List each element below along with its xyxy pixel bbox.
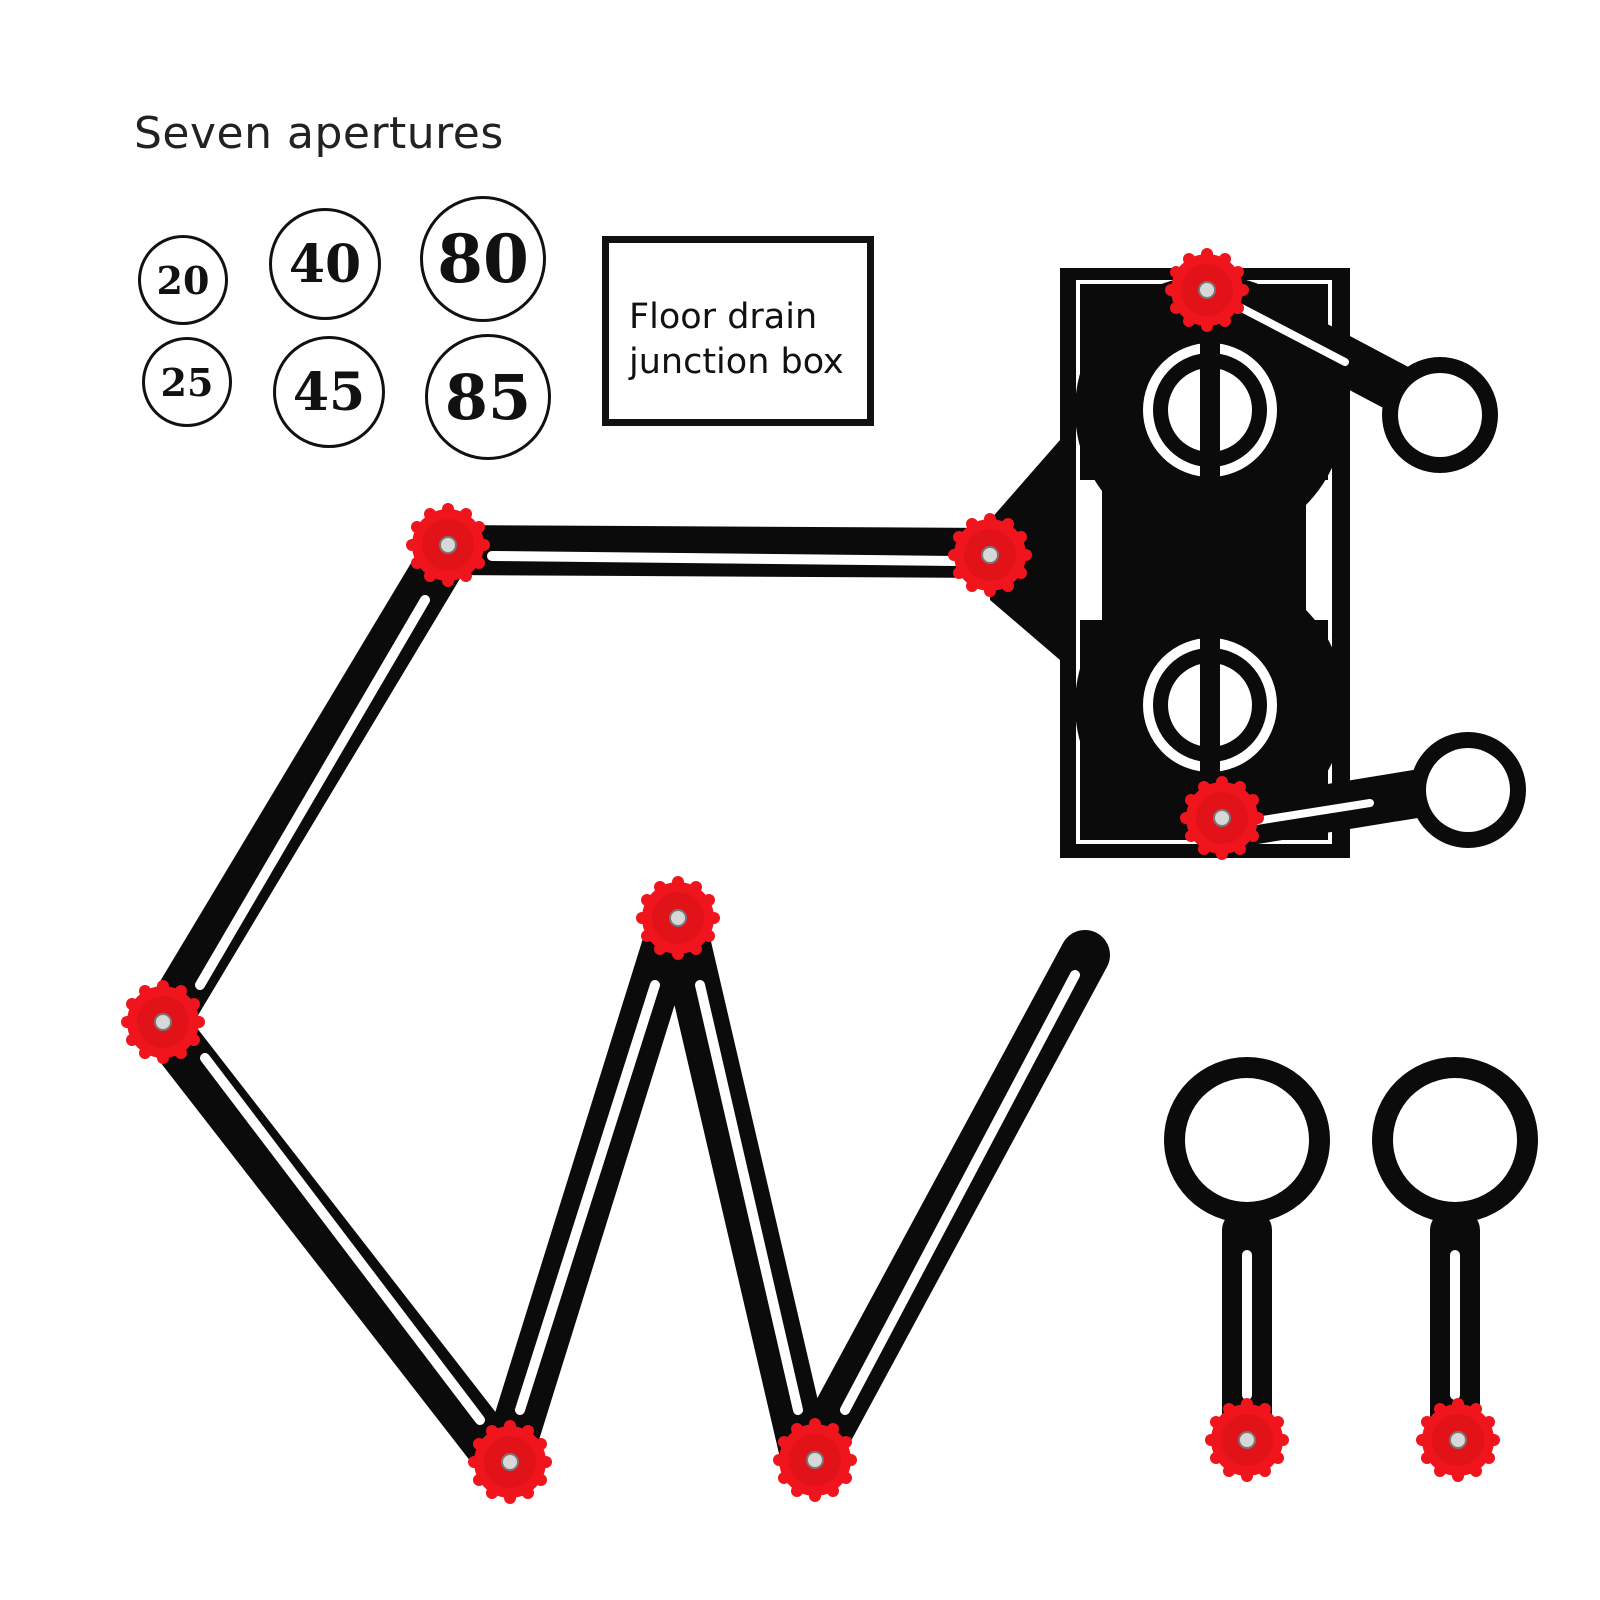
knob-10 xyxy=(1415,1397,1501,1483)
junction-box-line1: Floor drain xyxy=(629,297,818,337)
junction-box-template-plate xyxy=(990,268,1350,858)
plate-arm-top xyxy=(1188,266,1498,473)
aperture-badge-85: 85 xyxy=(425,334,551,460)
aperture-badge-80: 80 xyxy=(420,196,546,322)
folding-ruler xyxy=(138,525,1110,1493)
heading-seven-apertures: Seven apertures xyxy=(134,108,504,159)
junction-box-label: Floor drain junction box xyxy=(602,236,874,426)
aperture-badge-40: 40 xyxy=(269,208,381,320)
knob-9 xyxy=(1204,1397,1290,1483)
junction-box-line2: junction box xyxy=(629,342,844,382)
aperture-badge-20: 20 xyxy=(138,235,228,325)
spare-ring-arm-left xyxy=(1164,1057,1330,1450)
aperture-badge-25: 25 xyxy=(142,337,232,427)
spare-ring-arm-right xyxy=(1372,1057,1538,1450)
aperture-badge-45: 45 xyxy=(273,336,385,448)
